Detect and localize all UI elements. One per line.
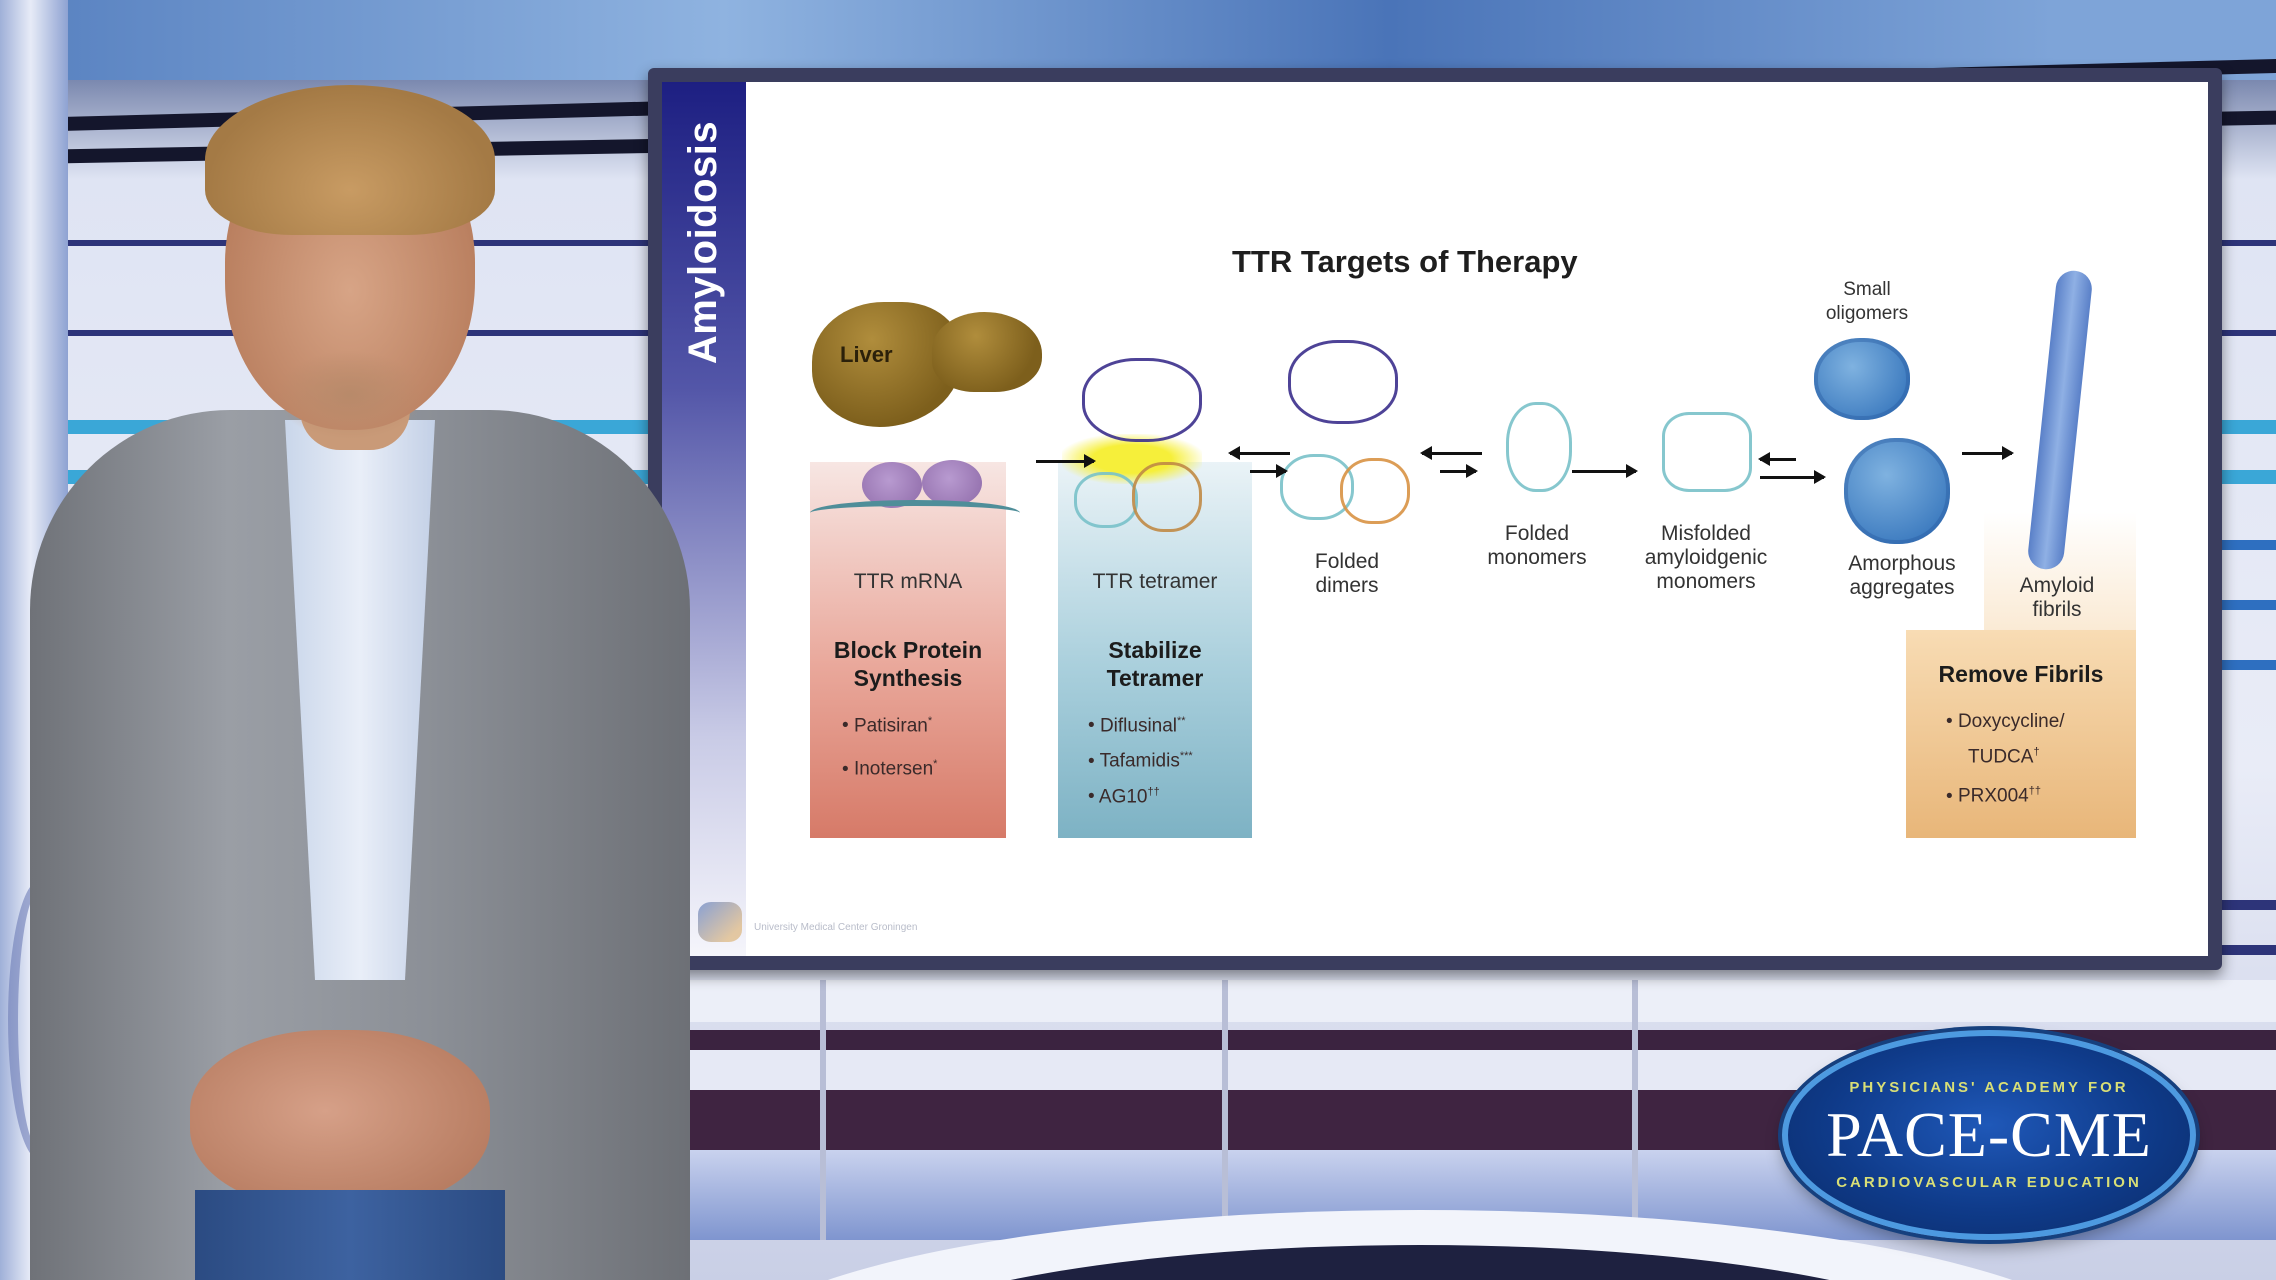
tetramer-protein-icon bbox=[1132, 462, 1202, 532]
arrow-right-icon bbox=[1250, 464, 1288, 478]
liver-label: Liver bbox=[840, 342, 893, 367]
drug-item: Tafamidis*** bbox=[1088, 741, 1193, 776]
presenter-hands bbox=[190, 1030, 490, 1210]
logo-top-text: PHYSICIANS' ACADEMY FOR bbox=[1849, 1079, 2129, 1096]
tetramer-protein-icon bbox=[1082, 358, 1202, 442]
arrow-right-icon bbox=[1572, 464, 1638, 478]
liver-illustration: Liver bbox=[812, 302, 1042, 432]
tetramer-protein-icon bbox=[1074, 472, 1138, 528]
mrna-strand-icon bbox=[810, 500, 1020, 526]
institution-logo-icon bbox=[698, 902, 742, 942]
desk-post bbox=[1222, 980, 1228, 1240]
drug-item: TUDCA† bbox=[1968, 746, 2040, 768]
ribosome-icon bbox=[922, 460, 982, 506]
drug-item: AG10†† bbox=[1088, 777, 1193, 812]
drug-item: Doxycycline/ bbox=[1946, 706, 2065, 737]
desk-post bbox=[820, 980, 826, 1240]
arrow-right-icon bbox=[1440, 464, 1478, 478]
drug-item: Inotersen* bbox=[842, 749, 938, 784]
dimer-protein-icon bbox=[1340, 458, 1410, 524]
dimer-protein-icon bbox=[1288, 340, 1398, 424]
institution-name: University Medical Center Groningen bbox=[754, 922, 918, 933]
arrow-right-icon bbox=[1036, 454, 1096, 468]
drug-item: Patisiran* bbox=[842, 706, 937, 741]
studio-ceiling bbox=[60, 0, 2276, 80]
drug-item: PRX004†† bbox=[1946, 776, 2065, 811]
slide-monitor: Amyloidosis TTR Targets of Therapy Liver bbox=[648, 68, 2222, 970]
logo-bottom-text: CARDIOVASCULAR EDUCATION bbox=[1836, 1174, 2142, 1191]
drug-list-tetramer: Diflusinal** Tafamidis*** AG10†† bbox=[1088, 706, 1193, 812]
target-title-fibrils: Remove Fibrils bbox=[1938, 661, 2104, 687]
desk bbox=[600, 1030, 2276, 1050]
presenter bbox=[10, 80, 710, 1280]
oligomer-icon bbox=[1814, 338, 1910, 420]
presenter-hair bbox=[205, 85, 495, 235]
desk-post bbox=[1632, 980, 1638, 1240]
arrow-right-icon bbox=[1962, 446, 2014, 460]
drug-item: Diflusinal** bbox=[1088, 706, 1193, 741]
drug-list-fibrils: Doxycycline/ TUDCA† PRX004†† bbox=[1946, 706, 2065, 812]
drug-list-synthesis: Patisiran* Inotersen* bbox=[842, 706, 938, 785]
arrow-right-icon bbox=[1760, 470, 1826, 484]
arrow-left-icon bbox=[1228, 446, 1290, 460]
slide-title: TTR Targets of Therapy bbox=[1232, 244, 1578, 279]
aggregate-icon bbox=[1844, 438, 1950, 544]
presenter-jeans bbox=[195, 1190, 505, 1280]
monomer-protein-icon bbox=[1506, 402, 1572, 492]
logo-main-text: PACE-CME bbox=[1826, 1099, 2152, 1170]
misfolded-protein-icon bbox=[1662, 412, 1752, 492]
arrow-left-icon bbox=[1758, 452, 1796, 466]
stage-label-mrna: TTR mRNA bbox=[853, 570, 963, 593]
desk bbox=[600, 980, 2276, 1022]
stage-label-tetramer: TTR tetramer bbox=[1092, 570, 1218, 593]
presentation-slide: Amyloidosis TTR Targets of Therapy Liver bbox=[662, 82, 2208, 956]
pace-cme-logo: PHYSICIANS' ACADEMY FOR PACE-CME CARDIOV… bbox=[1782, 1030, 2196, 1240]
presenter-beard bbox=[275, 350, 425, 440]
arrow-left-icon bbox=[1420, 446, 1482, 460]
